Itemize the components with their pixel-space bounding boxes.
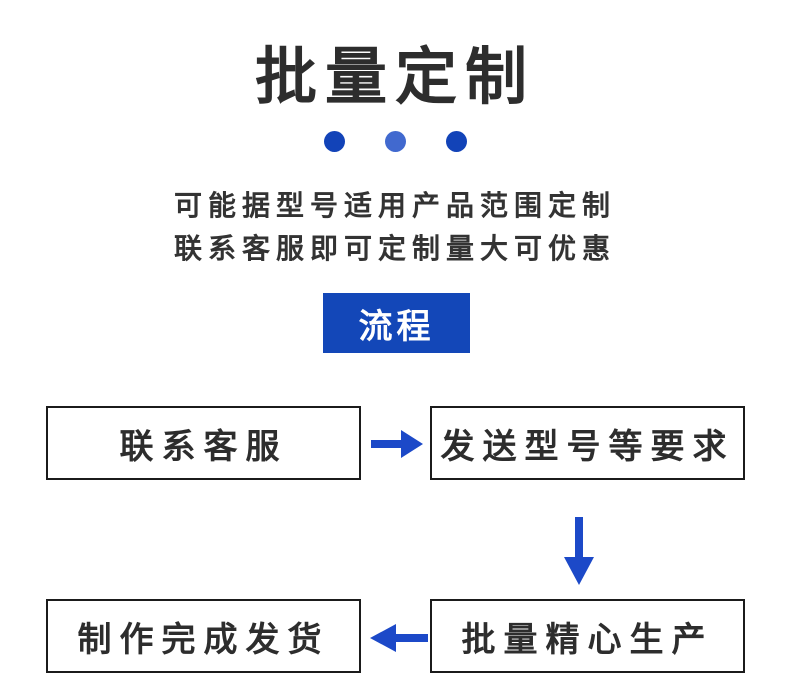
step-send-model-requirements: 发送型号等要求	[430, 406, 745, 480]
step-contact-service: 联系客服	[46, 406, 361, 480]
subtitle-line-1: 可能据型号适用产品范围定制	[173, 190, 616, 221]
arrow-down-icon	[564, 517, 594, 585]
step-batch-production: 批量精心生产	[430, 599, 745, 673]
decoration-dot	[445, 131, 467, 152]
arrow-right-icon	[371, 430, 423, 458]
decoration-dot	[384, 131, 406, 152]
subtitle: 可能据型号适用产品范围定制 联系客服即可定制量大可优惠	[0, 184, 790, 270]
process-section-label: 流程	[323, 293, 470, 353]
arrow-left-icon	[370, 624, 428, 652]
step-finish-and-ship: 制作完成发货	[46, 599, 361, 673]
decoration-dot	[323, 131, 345, 152]
page-title: 批量定制	[254, 43, 535, 112]
dots-divider	[0, 131, 790, 152]
subtitle-line-2: 联系客服即可定制量大可优惠	[173, 233, 616, 264]
